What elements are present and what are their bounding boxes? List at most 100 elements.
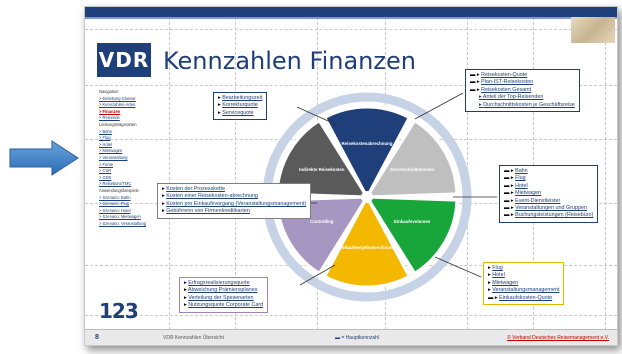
main-kpi-icon: ▬ ▸	[504, 182, 516, 189]
wheel-segment-label: Einkaufsergebnisrechnung	[339, 245, 396, 250]
wheel-segment[interactable]	[364, 118, 459, 199]
nav-link[interactable]: > GDS	[99, 174, 112, 180]
finance-wheel: ReisekostenabrechnungDurchschnittskosten…	[262, 92, 497, 302]
nav-link[interactable]: > Szenario: Mietwagen	[99, 214, 141, 220]
nav-link[interactable]: > Einleitung Glossar	[99, 95, 136, 101]
nav-link[interactable]: > Reisebüro/TMC	[99, 181, 132, 187]
main-kpi-icon: ▬ ▸	[504, 212, 516, 219]
page-title: Kennzahlen Finanzen	[163, 47, 416, 75]
box-item[interactable]: ▬ ▸ Plan-IST-Reisekosten	[470, 79, 534, 86]
box-subitem[interactable]: ▸ Durchschnittskosten je Geschäftsreise	[479, 101, 575, 108]
slide-top-bar	[85, 7, 617, 17]
nav-link[interactable]: > Reisende	[99, 115, 120, 121]
checkbox-icon: ▸	[218, 102, 223, 109]
box-item[interactable]: ▸ Veranstaltungsmanagement	[488, 287, 560, 294]
box-einkaufsvolumen: ▬ ▸ Bahn ▬ ▸ Flug ▬ ▸ Hotel ▬ ▸ Mietwage…	[499, 165, 599, 223]
guide-line	[85, 85, 617, 86]
box-item[interactable]: ▸ Kosten einer Reisekosten-abrechnung	[162, 193, 258, 200]
page-number: 8	[95, 334, 99, 341]
wheel-segment-label: Indirekte Reisekosten	[299, 167, 345, 172]
box-indirekte-reisekosten: ▸ Kosten der Prozesskette ▸ Kosten einer…	[157, 183, 312, 219]
box-item[interactable]: ▸ Mietwagen	[488, 279, 519, 286]
footer-legend: ▬ = Hauptkennzahl	[335, 335, 380, 341]
nav-link[interactable]: > Hotel	[99, 141, 113, 147]
box-item[interactable]: ▸ Bearbeitungszeit	[218, 95, 263, 101]
box-subitem[interactable]: ▸ Anteil der Top-Reisenden	[479, 94, 544, 101]
wheel-segment[interactable]	[322, 193, 412, 289]
main-kpi-icon: ▬ ▸	[504, 190, 516, 197]
box-einkaufsergebnis: ▸ Flug ▸ Hotel ▸ Mietwagen ▸ Veranstaltu…	[483, 262, 565, 306]
nav-link[interactable]: > Szenario: Hotel	[99, 207, 131, 213]
connector-line	[414, 92, 464, 120]
guide-line	[235, 7, 236, 345]
box-reisekosten: ▬ ▸ Reisekosten-Quote ▬ ▸ Plan-IST-Reise…	[465, 69, 580, 113]
footer-title: VDR Kennzahlen Übersicht	[163, 335, 224, 341]
main-kpi-icon: ▬ ▸	[470, 79, 482, 86]
nav-link[interactable]: > Fonte	[99, 161, 113, 167]
box-item[interactable]: ▬ ▸ Buchungsleistungen (Reisebüro)	[504, 212, 594, 219]
number-logo: 123	[99, 299, 139, 323]
wheel-segment-label: Controlling	[310, 219, 334, 224]
nav-link[interactable]: > Flug	[99, 135, 111, 141]
nav-section-header: Leistungsträgerarten	[99, 121, 137, 127]
nav-link[interactable]: > Kennzahlen-Arten	[99, 102, 136, 108]
box-item[interactable]: ▬ ▸ Reisekosten-Quote	[470, 72, 528, 78]
vdr-logo: VDR	[97, 43, 151, 77]
money-image	[571, 17, 615, 43]
nav-link[interactable]: > Bahn	[99, 128, 113, 134]
box-item[interactable]: ▬ ▸ Hotel	[504, 182, 528, 189]
footer-copyright[interactable]: © Verband Deutsches Reisemanagement e.V.	[507, 335, 609, 341]
box-item[interactable]: ▬ ▸ Flug	[504, 175, 526, 182]
connector-line	[296, 106, 338, 126]
nav-link[interactable]: > Veranstaltung	[99, 154, 128, 160]
box-item[interactable]: ▸ Hotel	[488, 272, 505, 279]
slide-top-stripe	[85, 17, 617, 19]
main-kpi-icon: ▬ ▸	[504, 168, 516, 174]
guide-line	[85, 315, 617, 316]
box-item[interactable]: ▸ Kosten pro Einkaufsvorgang (Veranstalt…	[162, 200, 307, 207]
box-item[interactable]: ▸ Nutzungsquote Corporate Card	[184, 302, 264, 309]
box-item[interactable]: ▸ Servicequote	[218, 109, 254, 116]
box-controlling: ▸ Erfragsrealisierungsquote ▸ Abweichung…	[179, 277, 269, 313]
wheel-segment-label: Einkaufsvolumen	[394, 219, 431, 224]
nav-link[interactable]: > Finanzen	[99, 108, 121, 114]
nav-link[interactable]: > Mietwagen	[99, 148, 123, 154]
main-kpi-icon: ▬ ▸	[504, 175, 516, 182]
checkbox-icon: ▸	[218, 109, 223, 116]
connector-line	[299, 264, 336, 286]
guide-line	[605, 7, 606, 345]
box-item[interactable]: ▬ ▸ Reisekosten Gesamt	[470, 86, 532, 93]
slide-preview: VDR Kennzahlen Finanzen Navigation> Einl…	[84, 6, 618, 346]
guide-line	[85, 29, 617, 30]
box-item[interactable]: ▸ Abweichung Prämiensplanes	[184, 287, 258, 294]
wheel-segment[interactable]	[364, 195, 459, 276]
nav-link[interactable]: > Szenario: Bahn	[99, 194, 131, 200]
main-kpi-icon: ▬ ▸	[504, 205, 516, 212]
wheel-center	[361, 191, 373, 203]
box-item[interactable]: ▬ ▸ Bahn	[504, 168, 528, 174]
nav-section-header: Navigation	[99, 89, 119, 94]
box-item[interactable]: ▸ Kosten der Prozesskette	[162, 186, 225, 192]
slide-footer: 8 VDR Kennzahlen Übersicht ▬ = Hauptkenn…	[85, 329, 617, 345]
box-item[interactable]: ▸ Korrekturquote	[218, 102, 258, 109]
wheel-segment[interactable]	[322, 105, 412, 201]
main-kpi-icon: ▬ ▸	[470, 86, 482, 93]
box-item[interactable]: ▬ ▸ Event-Dienstleister	[504, 197, 561, 204]
box-reisekostenabrechnung: ▸ Bearbeitungszeit ▸ Korrekturquote ▸ Se…	[213, 92, 268, 121]
box-item[interactable]: ▬ ▸ Veranstaltungen und Gruppen	[504, 205, 588, 212]
nav-link[interactable]: > Szenario: Veranstaltung	[99, 220, 146, 226]
box-item[interactable]: ▸ Flug	[488, 265, 503, 271]
box-item[interactable]: ▸ Gebührenn von Firmenkreditkarten	[162, 208, 250, 215]
right-arrow-icon	[9, 140, 79, 176]
box-item[interactable]: ▬ ▸ Mietwagen	[504, 190, 542, 197]
nav-link[interactable]: > Szenario: Flug	[99, 201, 129, 207]
slide-navigation: Navigation> Einleitung Glossar> Kennzahl…	[99, 89, 163, 227]
nav-link[interactable]: > CSR	[99, 168, 112, 174]
box-item[interactable]: ▸ Erfragsrealisierungsquote	[184, 280, 250, 286]
main-kpi-icon: ▬ ▸	[488, 294, 500, 301]
nav-section-header: Anwendungsbeispiele	[99, 187, 139, 193]
box-item[interactable]: ▸ Verteilung der Spesenarten	[184, 294, 254, 301]
wheel-segment-label: Durchschnittskosten	[390, 167, 434, 172]
box-item[interactable]: ▬ ▸ Einkaufskosten-Quote	[488, 294, 553, 301]
guide-line	[169, 7, 170, 345]
